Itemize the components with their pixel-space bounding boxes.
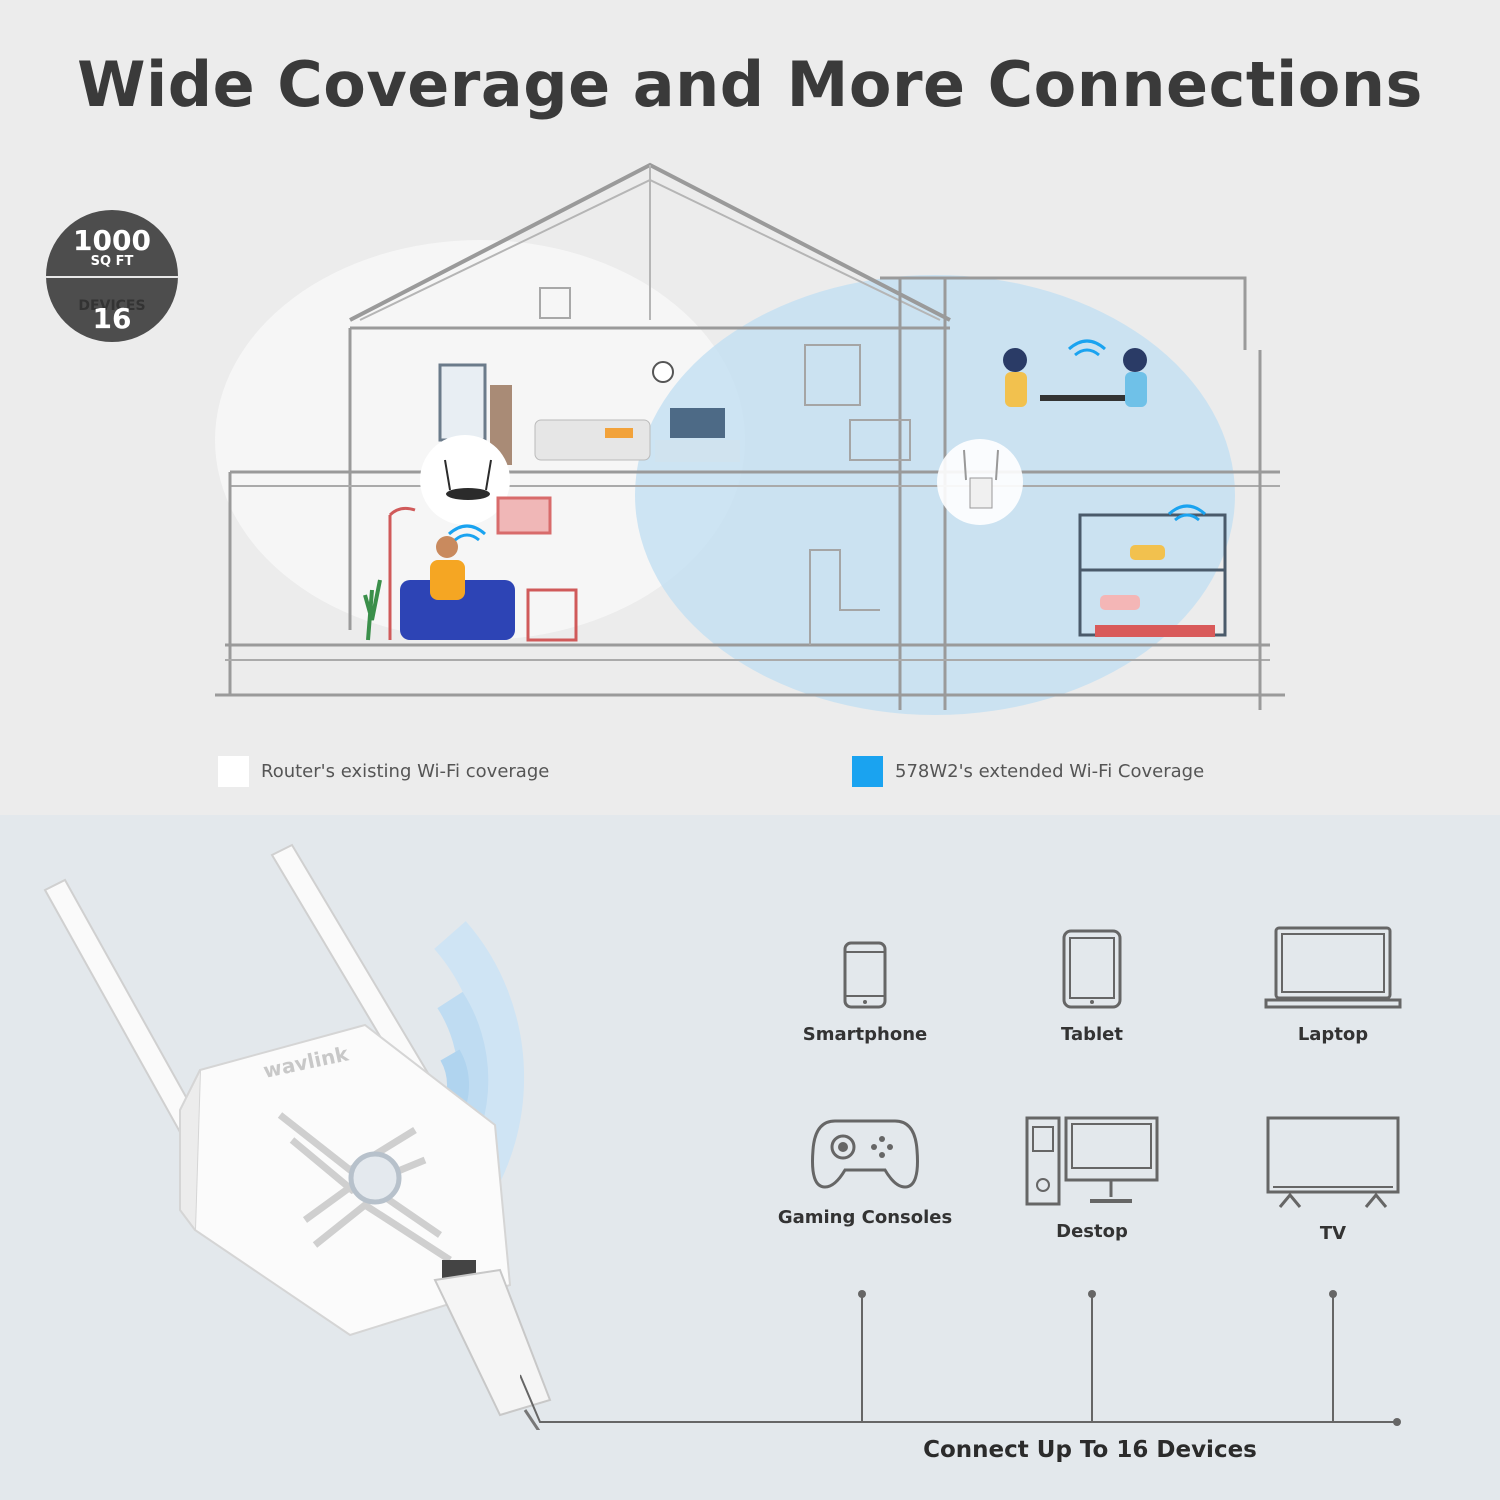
device-laptop: Laptop (1223, 925, 1443, 1045)
sofa (534, 419, 651, 461)
range-extender-illustration: wavlink (43, 843, 552, 1430)
couch (400, 580, 515, 640)
badge-devices-label: DEVICES (78, 298, 146, 314)
badge-area-unit: SQ FT (90, 254, 134, 269)
device-smartphone: Smartphone (755, 940, 975, 1045)
wifi-icon (448, 339, 1206, 542)
badge-devices-value: 16 (92, 302, 132, 335)
device-label: Destop (1056, 1221, 1128, 1242)
connect-devices-caption: Connect Up To 16 Devices (923, 1437, 1257, 1463)
device-label: Tablet (1061, 1024, 1123, 1045)
legend-swatch-blue (852, 755, 883, 787)
tv (670, 408, 725, 438)
legend-swatch-white (218, 755, 249, 787)
window (438, 363, 487, 442)
extender-device (969, 477, 993, 509)
dining-table (1040, 395, 1130, 401)
device-label: TV (1319, 1223, 1347, 1244)
device-label: Laptop (1297, 1024, 1369, 1045)
person-woman-right (1123, 348, 1147, 372)
legend-label: Router's existing Wi-Fi coverage (261, 760, 550, 782)
device-desktop: Destop (982, 1115, 1202, 1242)
tablet-icon (1062, 929, 1122, 1009)
device-gaming-console: Gaming Consoles (755, 1115, 975, 1228)
status-led (348, 1151, 402, 1205)
legend-router-coverage: Router's existing Wi-Fi coverage (218, 755, 549, 787)
device-tablet: Tablet (982, 928, 1202, 1045)
desktop-icon (1025, 1116, 1159, 1206)
device-label: Smartphone (802, 1024, 928, 1045)
antenna (43, 843, 437, 1152)
tv-icon (1266, 1116, 1400, 1208)
legend-extender-coverage: 578W2's extended Wi-Fi Coverage (852, 755, 1204, 787)
badge-area-value: 1000 (73, 224, 151, 257)
smartphone-icon (843, 941, 887, 1009)
person-man (430, 560, 465, 600)
gamepad-icon (811, 1119, 919, 1189)
router-highlight (420, 435, 510, 525)
wall-picture (496, 496, 552, 535)
person-woman-left (1003, 348, 1027, 372)
house-coverage-illustration (215, 162, 1285, 715)
device-tv: TV (1223, 1115, 1443, 1244)
tv-stand (655, 440, 740, 462)
clock (652, 361, 674, 383)
coverage-badge: 1000 SQ FT DEVICES 16 (46, 210, 178, 342)
plant (363, 579, 382, 641)
legend-label: 578W2's extended Wi-Fi Coverage (895, 760, 1205, 782)
extender-coverage-area (635, 275, 1235, 715)
badge-divider (46, 276, 178, 278)
router-device (446, 488, 490, 500)
laptop-icon (1264, 926, 1402, 1009)
page-title: Wide Coverage and More Connections (77, 48, 1423, 121)
connection-lines (520, 1290, 1401, 1426)
device-label: Gaming Consoles (777, 1207, 953, 1228)
side-table (526, 588, 578, 642)
